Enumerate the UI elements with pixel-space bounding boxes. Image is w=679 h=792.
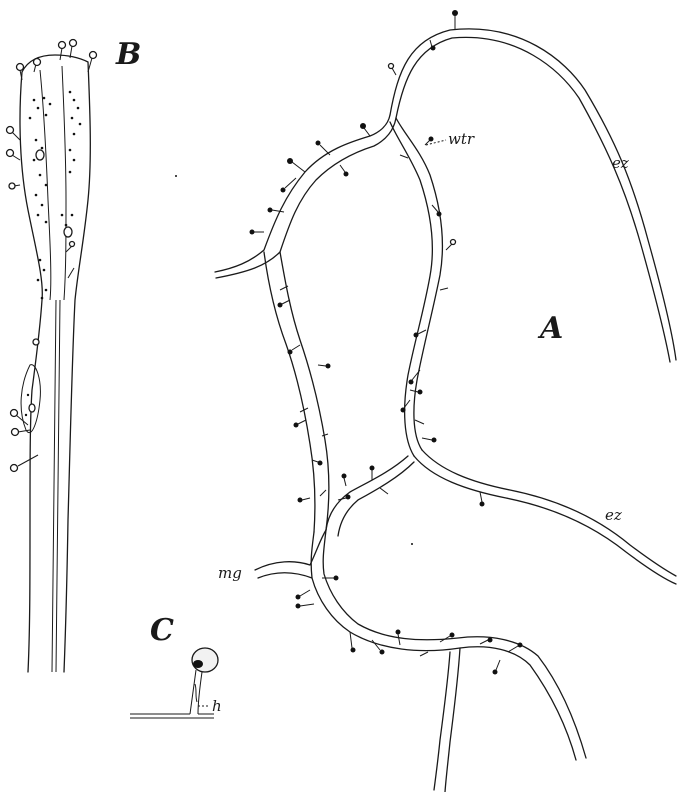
label-figure-c: C: [150, 613, 174, 648]
terminal-knob: [192, 648, 218, 672]
label-ez-lower: ez: [605, 506, 622, 524]
nucleus: [29, 404, 35, 412]
speck: [411, 543, 413, 545]
label-figure-a: A: [537, 311, 563, 346]
sensory-endings-a: [250, 10, 523, 675]
nucleus: [64, 227, 72, 237]
label-mg: mg: [218, 564, 242, 582]
figure-c-sensory-hair: C h: [130, 613, 222, 718]
label-wtr: wtr: [448, 130, 475, 148]
label-figure-b: B: [115, 37, 141, 72]
figure-a-nerve-network: wtr ez ez mg A: [215, 10, 676, 792]
knob-nucleus: [193, 660, 203, 668]
speck: [175, 175, 177, 177]
nucleus: [36, 150, 44, 160]
label-ez-upper: ez: [612, 154, 629, 172]
figure-b-cells: B: [7, 37, 142, 672]
label-h: h: [212, 697, 222, 715]
